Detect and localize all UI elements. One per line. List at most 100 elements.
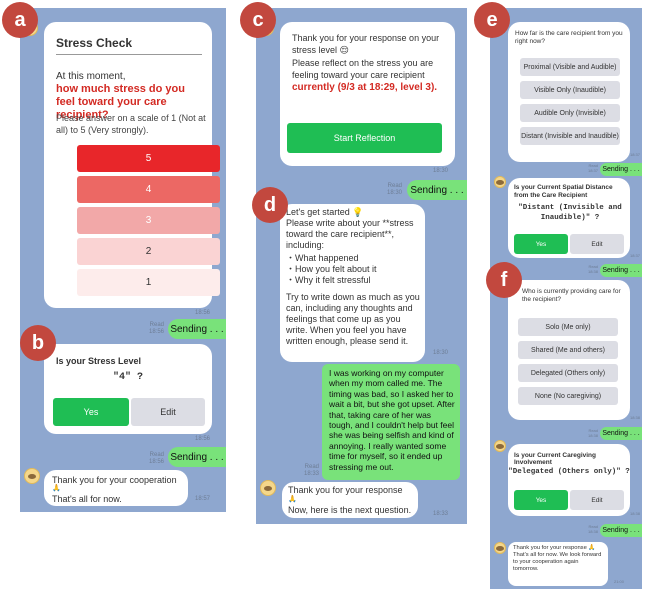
read-label: Read (149, 322, 164, 328)
timestamp: 18:30 (432, 168, 448, 174)
timestamp: 18:56 (148, 329, 164, 335)
title-divider (56, 54, 202, 55)
confirm-title: Is your Current Caregiving Involvement (514, 452, 596, 466)
timestamp: 18:57 (194, 496, 210, 502)
confirm-title: Is your Stress Level (56, 356, 142, 366)
thanks-emoji: 🙏 (288, 496, 297, 503)
confirm-value: "Delegated (Others only)" ? (508, 468, 630, 476)
sending-bubble: Sending . . . (600, 163, 642, 176)
stress-question: how much stress do you feel toward your … (56, 83, 185, 121)
bot-avatar (494, 440, 506, 452)
bot-avatar (494, 542, 506, 554)
distance-option-audible-only[interactable]: Audible Only (Invisible) (520, 104, 620, 122)
timestamp: 21:00 (613, 579, 624, 584)
current-level: currently (9/3 at 18:29, level 3). (292, 82, 438, 93)
bullet-item: ・How you felt about it (286, 264, 377, 274)
sending-bubble: Sending . . . (600, 264, 642, 277)
read-label: Read (588, 428, 598, 433)
confirm-value: "Distant (Invisible and Inaudible)" ? (518, 204, 622, 222)
timestamp: 18:38 (587, 529, 598, 534)
timestamp: 18:30 (432, 350, 448, 356)
thanks-text-2: Now, here is the next question. (288, 505, 412, 515)
timestamp: 18:37 (629, 152, 640, 157)
final-text: Thank you for your response 🙏 That's all… (513, 545, 602, 572)
intro-text: At this moment, (56, 71, 126, 82)
distance-option-distant[interactable]: Distant (Invisible and Inaudible) (520, 127, 620, 145)
timestamp: 18:56 (194, 310, 210, 316)
distance-option-visible-only[interactable]: Visible Only (Inaudible) (520, 81, 620, 99)
care-option-delegated[interactable]: Delegated (Others only) (518, 364, 618, 382)
chat-panel-ef: How far is the care recipient from you r… (490, 8, 642, 589)
bot-avatar (24, 468, 40, 484)
thanks-bubble: Thank you for your cooperation 🙏 That's … (44, 470, 188, 506)
read-label: Read (588, 524, 598, 529)
edit-button[interactable]: Edit (570, 234, 624, 254)
panel-label-b: b (20, 325, 56, 361)
read-label: Read (304, 464, 319, 470)
timestamp: 18:37 (587, 168, 598, 173)
timestamp: 18:56 (148, 459, 164, 465)
distance-option-proximal[interactable]: Proximal (Visible and Audible) (520, 58, 620, 76)
timestamp: 18:33 (432, 511, 448, 517)
scale-instruction: Please answer on a scale of 1 (Not at al… (56, 113, 206, 135)
prompt-text: Please write about your **stress toward … (286, 218, 414, 250)
sending-bubble: Sending . . . (168, 319, 226, 339)
thanks-text: Thank you for your cooperation (52, 475, 177, 485)
response-text: Thank you for your response on your stre… (292, 33, 440, 55)
timestamp: 18:38 (587, 269, 598, 274)
thanks-text-2: That's all for now. (52, 494, 122, 504)
card-title: Stress Check (56, 36, 133, 50)
confirm-value: "4" ? (112, 372, 143, 383)
scale-option-5[interactable]: 5 (77, 145, 220, 172)
question-text: Who is currently providing care for the … (522, 288, 621, 303)
panel-label-c: c (240, 2, 276, 38)
panel-label-e: e (474, 2, 510, 38)
panel-label-a: a (2, 2, 38, 38)
yes-button[interactable]: Yes (514, 234, 568, 254)
panel-label-d: d (252, 187, 288, 223)
writing-prompt-bubble: Let's get started 💡 Please write about y… (280, 204, 425, 362)
reply-text: I was working on my computer when my mom… (329, 368, 455, 472)
sending-bubble: Sending . . . (168, 447, 226, 467)
question-text: How far is the care recipient from you r… (515, 30, 623, 45)
final-thanks-bubble: Thank you for your response 🙏 That's all… (508, 542, 608, 586)
read-label: Read (588, 163, 598, 168)
user-reply-bubble: I was working on my computer when my mom… (322, 364, 460, 480)
care-option-solo[interactable]: Solo (Me only) (518, 318, 618, 336)
confirm-title: Is your Current Spatial Distance from th… (514, 184, 613, 199)
start-reflection-button[interactable]: Start Reflection (287, 123, 442, 153)
thanks-bubble: Thank you for your response 🙏 Now, here … (282, 482, 418, 518)
yes-button[interactable]: Yes (53, 398, 129, 426)
sending-bubble: Sending . . . (600, 427, 642, 440)
bot-avatar (494, 176, 506, 188)
edit-button[interactable]: Edit (570, 490, 624, 510)
chat-panel-ab: Stress Check At this moment, how much st… (20, 8, 226, 512)
timestamp: 18:30 (386, 190, 402, 196)
yes-button[interactable]: Yes (514, 490, 568, 510)
advice-text: Try to write down as much as you can, in… (286, 292, 420, 346)
timestamp: 18:56 (194, 436, 210, 442)
intro-text: Let's get started 💡 (286, 207, 364, 217)
edit-button[interactable]: Edit (131, 398, 205, 426)
panel-label-f: f (486, 262, 522, 298)
scale-option-2[interactable]: 2 (77, 238, 220, 265)
timestamp: 18:37 (629, 253, 640, 258)
read-label: Read (588, 264, 598, 269)
bullet-item: ・Why it felt stressful (286, 275, 371, 285)
timestamp: 18:38 (629, 415, 640, 420)
read-label: Read (387, 183, 402, 189)
care-option-shared[interactable]: Shared (Me and others) (518, 341, 618, 359)
scale-option-1[interactable]: 1 (77, 269, 220, 296)
bot-avatar (260, 480, 276, 496)
thanks-emoji: 🙏 (52, 485, 61, 492)
chat-panel-cd: Thank you for your response on your stre… (256, 8, 467, 524)
read-label: Read (149, 452, 164, 458)
sending-bubble: Sending . . . (407, 180, 467, 200)
care-option-none[interactable]: None (No caregiving) (518, 387, 618, 405)
thanks-text: Thank you for your response (288, 485, 403, 495)
scale-option-4[interactable]: 4 (77, 176, 220, 203)
reflect-text: Please reflect on the stress you are fee… (292, 58, 434, 80)
timestamp: 18:38 (587, 433, 598, 438)
timestamp: 18:33 (303, 471, 319, 477)
scale-option-3[interactable]: 3 (77, 207, 220, 234)
